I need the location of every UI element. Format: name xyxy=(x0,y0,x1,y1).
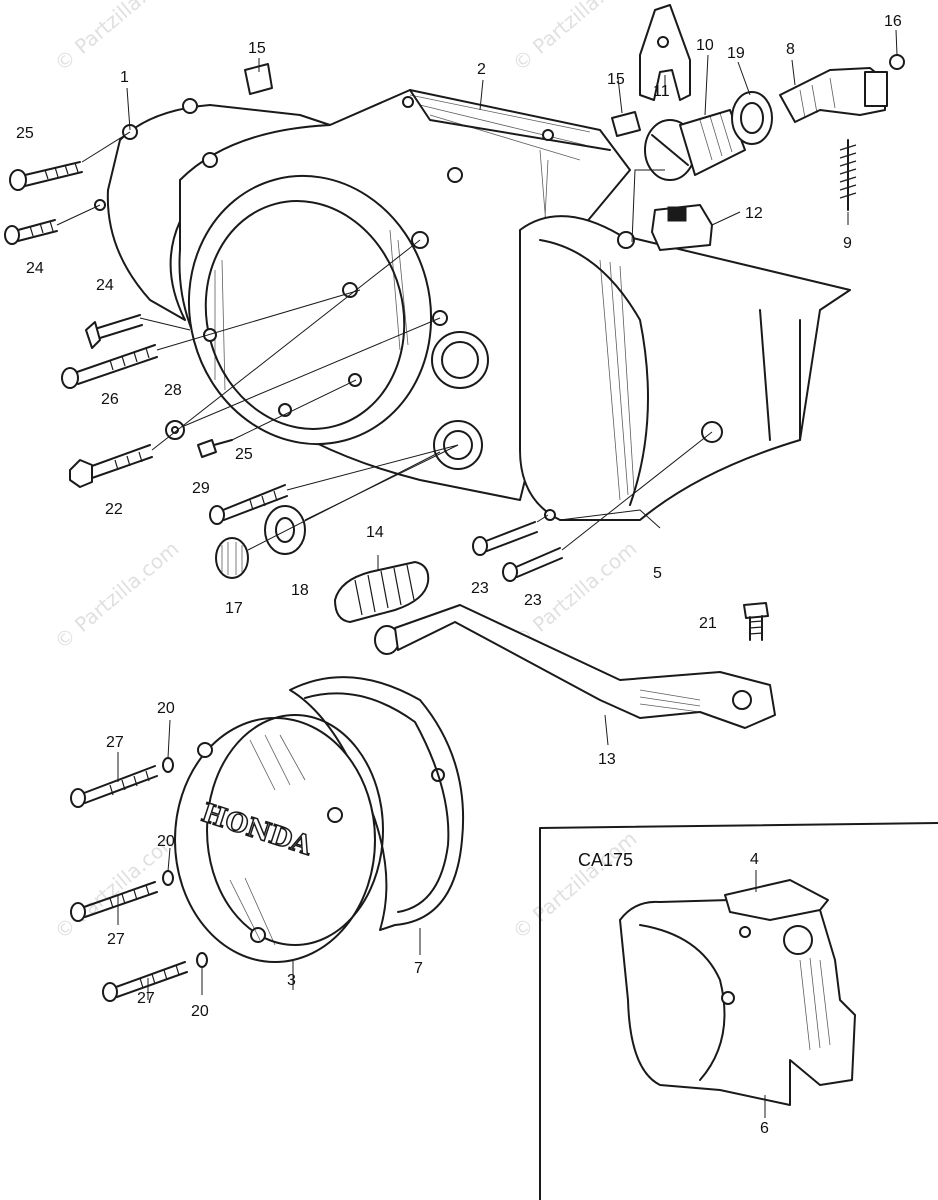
label-24-lower: 24 xyxy=(96,277,114,294)
label-27-top: 27 xyxy=(106,734,124,751)
label-7: 7 xyxy=(414,960,423,977)
label-12: 12 xyxy=(745,205,763,222)
label-15-right: 15 xyxy=(607,71,625,88)
bolt-part-21 xyxy=(743,602,769,641)
label-16: 16 xyxy=(884,13,902,30)
label-19: 19 xyxy=(727,45,745,62)
cap-part-16 xyxy=(889,54,905,70)
spring-part-9 xyxy=(839,139,857,211)
cover-gasket-part-1 xyxy=(106,104,331,321)
label-17: 17 xyxy=(225,600,243,617)
dowel-pins-part-15 xyxy=(244,63,641,137)
label-26: 26 xyxy=(101,391,119,408)
grommet-part-12 xyxy=(651,204,713,251)
watermark-4: © Partzilla.com xyxy=(50,536,184,654)
leader-lines xyxy=(56,29,898,1118)
label-29: 29 xyxy=(192,480,210,497)
label-20-top: 20 xyxy=(157,700,175,717)
label-14: 14 xyxy=(366,524,384,541)
label-15-top: 15 xyxy=(248,40,266,57)
crankcase-cover-assembly xyxy=(94,89,851,521)
label-24-top: 24 xyxy=(26,260,44,277)
label-27-bottom: 27 xyxy=(137,990,155,1007)
screws-part-27 xyxy=(70,757,208,1002)
shift-fork-part-11 xyxy=(639,4,691,101)
cover-part-4 xyxy=(724,879,829,921)
cable-adjuster-part-10 xyxy=(644,109,746,181)
label-20-mid: 20 xyxy=(157,833,175,850)
label-23-left: 23 xyxy=(471,580,489,597)
label-9: 9 xyxy=(843,235,852,252)
switch-part-8 xyxy=(779,67,888,123)
label-28: 28 xyxy=(164,382,182,399)
label-11: 11 xyxy=(653,83,670,100)
label-6: 6 xyxy=(760,1120,769,1137)
label-8: 8 xyxy=(786,41,795,58)
kick-arm-part-13 xyxy=(374,604,776,729)
label-27-mid: 27 xyxy=(107,931,125,948)
clutch-opening xyxy=(187,174,433,446)
label-18: 18 xyxy=(291,582,309,599)
label-3: 3 xyxy=(287,972,296,989)
label-20-bottom: 20 xyxy=(191,1003,209,1020)
label-4: 4 xyxy=(750,851,759,868)
cover-part-6 xyxy=(619,899,856,1106)
inset-border xyxy=(539,822,938,1200)
cover-part-3: HONDA xyxy=(174,714,384,963)
inset-ca175: CA175 xyxy=(539,822,938,1200)
shaft-boss-upper xyxy=(431,331,489,389)
watermark-1: © Partzilla.com xyxy=(50,0,184,76)
watermark-2: © Partzilla.com xyxy=(508,0,642,76)
label-23-right: 23 xyxy=(524,592,542,609)
label-25-mid: 25 xyxy=(235,446,253,463)
screws-part-23 xyxy=(472,521,563,582)
kick-rubber-part-14 xyxy=(334,561,430,623)
screws-left xyxy=(4,161,306,579)
label-22: 22 xyxy=(105,501,123,518)
label-2: 2 xyxy=(477,61,486,78)
seal-part-19 xyxy=(731,91,773,145)
mounting-holes xyxy=(203,96,554,417)
label-13: 13 xyxy=(598,751,616,768)
part-labels: 1 2 3 4 5 6 7 8 9 10 11 12 13 14 15 15 1… xyxy=(16,13,902,1137)
label-1: 1 xyxy=(120,69,129,86)
inset-title: CA175 xyxy=(578,850,633,870)
label-10: 10 xyxy=(696,37,714,54)
label-5: 5 xyxy=(653,565,662,582)
label-21: 21 xyxy=(699,615,717,632)
label-25-top: 25 xyxy=(16,125,34,142)
